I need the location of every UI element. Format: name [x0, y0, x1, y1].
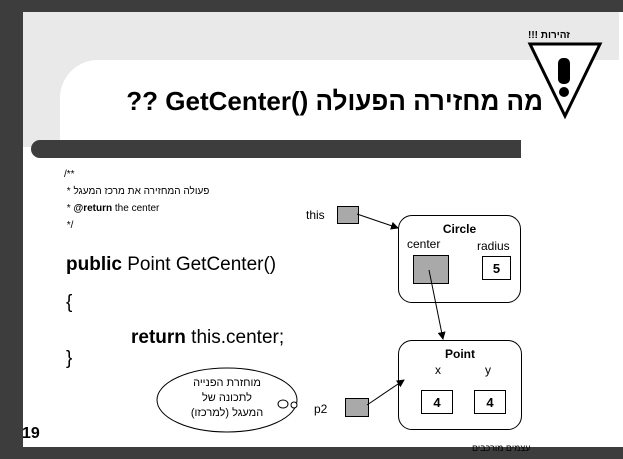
title-area — [60, 60, 619, 145]
code-comment-close: */ — [64, 220, 74, 231]
code-comment-open: /** — [64, 169, 75, 180]
code-comment-hebrew-text: * פעולה המחזירה את מרכז המעגל — [64, 186, 210, 197]
footer-text: עצמים מורכבים — [472, 443, 531, 453]
code-return-tag: @return — [73, 203, 113, 214]
top-border — [23, 0, 623, 12]
circle-title: Circle — [442, 222, 477, 236]
bubble-line-2: לתכונה של — [201, 392, 252, 404]
code-keyword-public: public — [66, 254, 122, 275]
circle-field-center: center — [407, 237, 441, 251]
point-field-y: y — [485, 363, 491, 377]
code-return-rest: this.center; — [185, 327, 285, 348]
title-divider-bar — [31, 140, 521, 158]
p2-label: p2 — [314, 402, 328, 416]
thought-bubble-text: מוחזרת הפנייה לתכונה של המעגל (למרכזו) — [177, 376, 277, 421]
thought-bubble-icon — [156, 367, 298, 433]
circle-field-radius: radius — [477, 239, 510, 253]
this-label: this — [306, 208, 325, 222]
circle-object: Circle center radius 5 — [398, 215, 521, 303]
page-title: מה מחזירה הפעולה ()GetCenter ?? — [126, 86, 543, 116]
slide-number: 19 — [22, 425, 40, 442]
point-title: Point — [445, 347, 475, 361]
center-to-point-arrow — [428, 269, 446, 340]
code-keyword-return: return — [131, 327, 186, 348]
code-close-brace: } — [66, 348, 73, 369]
warning-icon — [527, 42, 603, 120]
point-y-value: 4 — [474, 390, 506, 414]
code-return-statement: return this.center; — [131, 327, 284, 349]
warning-label: זהירות !!! — [528, 30, 570, 41]
code-signature: public Point GetCenter() — [66, 254, 276, 276]
code-comment-hebrew: * פעולה המחזירה את מרכז המעגל — [64, 186, 210, 197]
bottom-border — [0, 447, 623, 459]
bubble-line-3: המעגל (למרכזו) — [190, 407, 264, 419]
circle-radius-value: 5 — [482, 256, 511, 280]
point-object: Point x y 4 4 — [398, 340, 522, 430]
this-to-circle-arrow — [356, 213, 399, 230]
p2-to-point-arrow — [366, 379, 405, 406]
p2-reference-box — [345, 398, 369, 417]
point-x-value: 4 — [421, 390, 453, 414]
code-open-brace: { — [66, 292, 73, 313]
bubble-line-1: מוחזרת הפנייה — [193, 377, 261, 389]
code-signature-rest: Point GetCenter() — [121, 254, 277, 275]
point-field-x: x — [435, 363, 441, 377]
code-comment-prefix: * — [64, 203, 74, 214]
circle-center-reference — [413, 255, 449, 284]
code-return-desc: the center — [112, 203, 160, 214]
left-border — [0, 0, 23, 459]
code-comment-return: * @return the center — [64, 203, 160, 214]
